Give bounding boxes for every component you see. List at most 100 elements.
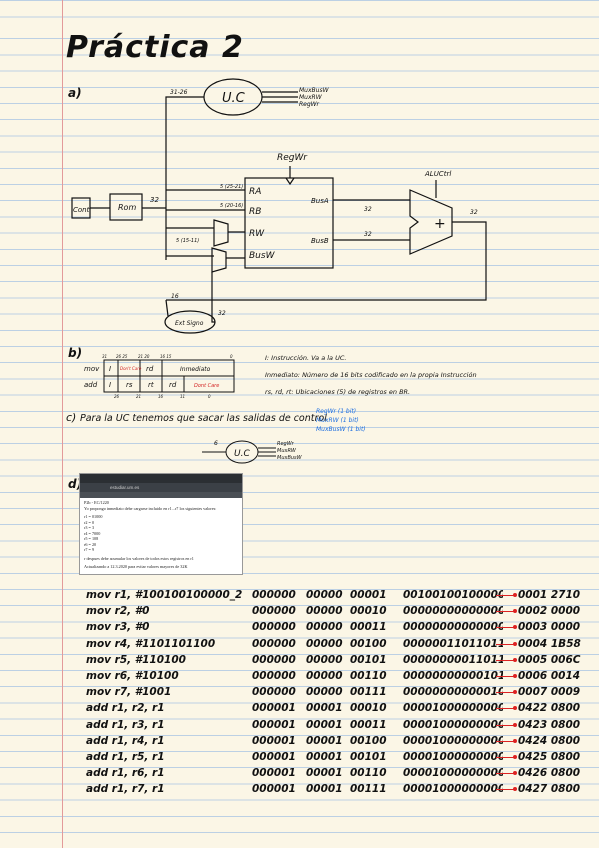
field2-bits: 00001 — [306, 783, 343, 796]
uc-bits: 31-26 — [170, 89, 188, 96]
screenshot-body: P2b - EC/1220 Yo propongo inmediato debe… — [80, 498, 242, 572]
hex-result: 0422 0800 — [518, 702, 581, 715]
mov-inm: Inmediato — [180, 366, 211, 373]
field4-bits: 0000001101101100 — [403, 637, 503, 650]
field3-bits: 00011 — [350, 621, 387, 634]
instruction-text: add r1, r6, r1 — [86, 767, 165, 780]
add-rd: rd — [169, 381, 177, 389]
field3-bits: 00111 — [350, 686, 387, 699]
margin-line — [62, 0, 63, 848]
add-i: I — [109, 381, 111, 389]
rb-label: RB — [249, 207, 261, 217]
opcode-bits: 000001 — [252, 702, 296, 715]
shot-line-3: r3 = 3 — [84, 525, 95, 530]
opcode-bits: 000000 — [252, 637, 296, 650]
uc-out-regwr: RegWr — [299, 101, 319, 108]
field3-bits: 00100 — [350, 637, 387, 650]
ext-out-width: 32 — [218, 310, 226, 317]
arrow-icon — [496, 657, 517, 662]
opcode-bits: 000001 — [252, 751, 296, 763]
bitb-26: 26 — [114, 394, 120, 399]
aluctrl-label: ALUCtrl — [424, 170, 451, 178]
shot-line-5: r5 = 108 — [84, 536, 99, 541]
shot-line-2: r2 = 0 — [84, 519, 95, 525]
busa-width: 32 — [364, 206, 372, 213]
hex-result: 0005 006C — [518, 653, 581, 666]
instruction-text: add r1, r3, r1 — [86, 718, 165, 731]
legend-i: I: Instrucción. Va a la UC. — [265, 354, 347, 362]
legend-inmediato: Inmediato: Número de 16 bits codificado … — [265, 371, 477, 379]
field2-bits: 00001 — [306, 734, 343, 747]
alu-shape — [409, 189, 453, 255]
uc-diagram-c: 6 U.C RegWr MuxRW MuxBusW — [202, 440, 303, 464]
arrow-icon — [496, 722, 517, 727]
embedded-screenshot: estudiar.um.es P2b - EC/1220 Yo propongo… — [80, 474, 242, 574]
arrow-icon — [496, 641, 517, 646]
field3-bits: 00110 — [350, 670, 387, 682]
mov-rd: rd — [146, 365, 154, 373]
section-b-label: b) — [68, 346, 83, 360]
add-rt: rt — [148, 381, 154, 389]
busw-label: BusW — [249, 251, 276, 261]
register-bank — [244, 177, 334, 269]
hex-result: 0003 0000 — [518, 621, 581, 634]
instruction-text: add r1, r7, r1 — [86, 783, 165, 796]
mov-op: mov — [84, 365, 100, 373]
field2-bits: 00001 — [306, 751, 343, 763]
add-dontcare: Dont Care — [194, 383, 219, 389]
hex-result: 0426 0800 — [518, 767, 581, 780]
uc-c-out-muxrw: MuxRW — [277, 448, 297, 454]
field3-bits: 00011 — [350, 718, 387, 731]
instruction-format-table: 31 26 25 21 20 16 15 0 mov I Don't Care … — [84, 354, 235, 399]
hex-result: 0002 0000 — [518, 605, 581, 618]
shot-line-6: r6 = 20 — [84, 541, 97, 547]
shot-header: P2b - EC/1220 — [84, 500, 109, 505]
opcode-bits: 000000 — [252, 686, 296, 699]
rom-width: 32 — [150, 196, 159, 204]
bitb-11: 11 — [180, 394, 185, 399]
shot-line-1: r1 = 01000 — [84, 514, 103, 519]
uc-out-muxbusw: MuxBusW — [299, 87, 330, 94]
field3-bits: 00001 — [350, 589, 387, 601]
field2-bits: 00001 — [306, 767, 343, 780]
arrow-icon — [496, 771, 517, 776]
add-rs: rs — [126, 381, 133, 389]
arrow-icon — [496, 690, 517, 695]
field3-bits: 00100 — [350, 734, 387, 747]
arrow-icon — [496, 738, 517, 743]
field2-bits: 00000 — [306, 605, 343, 618]
field2-bits: 00000 — [306, 621, 343, 634]
shot-line-7: r7 = 9 — [84, 547, 95, 552]
mov-dontcare: Don't Care — [120, 366, 142, 371]
uc-label: U.C — [222, 91, 246, 106]
bit-31: 31 — [102, 354, 107, 359]
page-title: Práctica 2 — [66, 30, 244, 65]
rom-box — [109, 193, 143, 221]
arrow-icon — [496, 609, 517, 614]
arrow-icon — [496, 706, 517, 711]
opcode-bits: 000000 — [252, 589, 296, 601]
mov-i: I — [109, 365, 111, 373]
opcode-bits: 000001 — [252, 783, 296, 796]
alu-out-width: 32 — [470, 209, 478, 216]
hex-result: 0424 0800 — [518, 734, 581, 747]
busb-width: 32 — [364, 231, 372, 238]
instruction-text: mov r5, #110100 — [86, 653, 186, 666]
field2-bits: 00001 — [306, 718, 343, 731]
opcode-bits: 000001 — [252, 718, 296, 731]
bit-26-25: 26 25 — [116, 354, 128, 359]
ra-bits: 5 (25-21) — [220, 184, 243, 190]
browser-addressbar: estudiar.um.es — [80, 483, 242, 492]
field3-bits: 00101 — [350, 653, 387, 666]
ext-in-width: 16 — [171, 293, 179, 300]
instruction-text: add r1, r4, r1 — [86, 734, 165, 747]
mux-busw — [211, 247, 227, 273]
browser-bookmarks — [80, 492, 242, 498]
uc-c-bits: 6 — [214, 440, 218, 447]
shot-line-4: r4 = 7000 — [84, 530, 101, 536]
field3-bits: 00010 — [350, 605, 387, 618]
